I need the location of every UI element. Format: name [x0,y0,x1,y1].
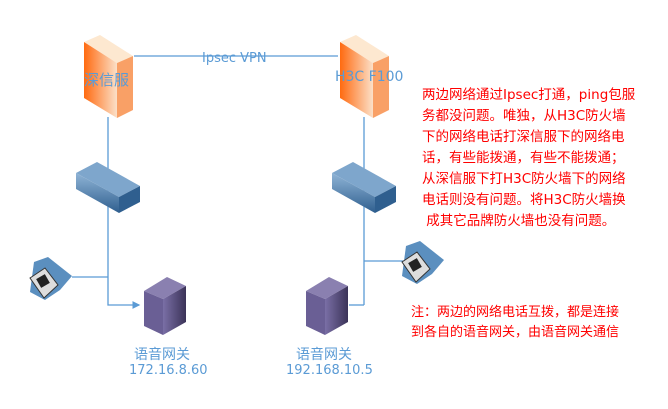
vpn-label: Ipsec VPN [202,51,267,66]
right-firewall-label: H3C F100 [335,69,404,85]
description-line: 成其它品牌防火墙也没有问题。 [422,213,616,229]
note-text: 注：两边的网络电话互拨，都是连接 到各自的语音网关，由语音网关通信 [411,303,619,343]
description-line: 从深信服下打H3C防火墙下的网络 [422,171,626,187]
description-line: 两边网络通过Ipsec打通，ping包服 [422,87,636,103]
right-firewall-icon [340,35,389,118]
description-text: 两边网络通过Ipsec打通，ping包服 务都没问题。唯独，从H3C防火墙 下的… [422,85,635,232]
description-line: 下的网络电话打深信服下的网络电 [422,129,625,145]
left-firewall-icon [84,35,133,118]
left-gateway-label: 语音网关 [134,347,190,363]
right-phone-icon [401,241,444,284]
description-line: 话，有些能拨通，有些不能拨通； [422,150,625,166]
left-firewall-label: 深信服 [84,71,130,89]
right-gateway-label: 语音网关 [296,347,352,363]
left-link [107,117,141,309]
left-switch-icon [76,162,140,213]
description-line: 务都没问题。唯独，从H3C防火墙 [422,108,626,124]
left-gateway-ip: 172.16.8.60 [129,363,208,378]
left-phone-icon [29,257,72,300]
note-line: 到各自的语音网关，由语音网关通信 [411,325,620,340]
left-server-icon [144,277,186,335]
right-switch-icon [332,162,396,213]
right-gateway-ip: 192.168.10.5 [286,363,373,378]
description-line: 电话则没有问题。将H3C防火墙换 [422,192,626,208]
right-server-icon [306,277,348,335]
note-line: 注：两边的网络电话互拨，都是连接 [411,305,620,320]
